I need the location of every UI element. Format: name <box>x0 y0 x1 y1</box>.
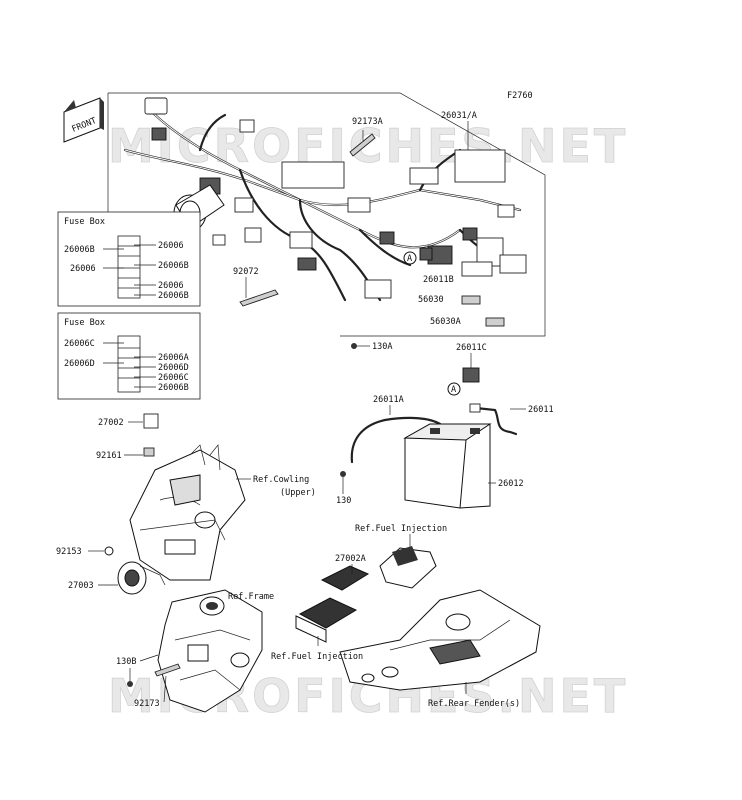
clamp-92173a <box>349 130 376 157</box>
band-92072 <box>239 289 279 307</box>
fuse1-label-5: 26006 <box>158 281 184 291</box>
label-26011b: 26011B <box>423 275 454 285</box>
clamp-92173 <box>154 663 181 677</box>
fuse2-label-4: 26006D <box>158 363 189 373</box>
rear-fender <box>339 589 541 691</box>
label-26011c: 26011C <box>456 343 487 353</box>
label-27002a: 27002A <box>335 554 366 564</box>
diagram-code: F2760 <box>507 91 533 101</box>
label-130: 130 <box>336 496 351 506</box>
ref-cowling-line1: Ref.Cowling <box>253 475 309 485</box>
front-arrow-icon: FRONT <box>63 97 104 143</box>
relay-27002 <box>143 413 159 429</box>
frame-section <box>157 589 263 713</box>
label-26011: 26011 <box>528 405 554 415</box>
fuse-box-1-title: Fuse Box <box>64 217 105 227</box>
label-92173: 92173 <box>134 699 160 709</box>
front-bracket-assembly <box>129 444 246 581</box>
label-130b: 130B <box>116 657 136 667</box>
ref-rear-fender: Ref.Rear Fender(s) <box>428 699 520 709</box>
marker-a-bottom <box>447 382 461 396</box>
fuse2-label-5: 26006C <box>158 373 189 383</box>
marker-a-top <box>403 251 417 265</box>
fuse-box-2-title: Fuse Box <box>64 318 105 328</box>
fuse2-label-2: 26006D <box>64 359 95 369</box>
ref-cowling-line2: (Upper) <box>280 488 316 498</box>
label-92161: 92161 <box>96 451 122 461</box>
fuse1-label-1: 26006B <box>64 245 95 255</box>
pad-56030 <box>461 295 481 305</box>
ecu-lower <box>295 597 358 643</box>
pad-56030a <box>485 317 505 327</box>
fuse2-label-6: 26006B <box>158 383 189 393</box>
marker-a-bottom-label: A <box>451 385 456 395</box>
relay-26011c <box>462 367 480 383</box>
horn-27003 <box>117 561 166 595</box>
fuse1-label-4: 26006B <box>158 261 189 271</box>
label-56030a: 56030A <box>430 317 461 327</box>
fuse-box-2: Fuse Box 26006C 26006D 26006A 26006D 260… <box>57 312 201 400</box>
harness-frame <box>108 92 546 337</box>
watermark-top: MICROFICHES.NET <box>108 119 628 173</box>
battery-lead-26011a <box>350 416 442 464</box>
label-56030: 56030 <box>418 295 444 305</box>
label-27003: 27003 <box>68 581 94 591</box>
label-26011a: 26011A <box>373 395 404 405</box>
battery-26012 <box>403 423 492 509</box>
fuse2-label-1: 26006C <box>64 339 95 349</box>
label-92153: 92153 <box>56 547 82 557</box>
label-130a: 130A <box>372 342 392 352</box>
label-26031a: 26031/A <box>441 111 477 121</box>
label-27002: 27002 <box>98 418 124 428</box>
ref-fuel-injection-bottom: Ref.Fuel Injection <box>271 652 363 662</box>
ref-frame: Ref.Frame <box>228 592 274 602</box>
bolt-130b-icon <box>127 681 133 687</box>
fuse2-label-3: 26006A <box>158 353 189 363</box>
fuse1-label-2: 26006 <box>158 241 184 251</box>
fuse-box-1: Fuse Box 26006B 26006 26006 26006B 26006… <box>57 211 201 307</box>
battery-lead-26011 <box>474 406 518 436</box>
label-26012: 26012 <box>498 479 524 489</box>
bolt-92153-icon <box>104 546 114 556</box>
label-92072: 92072 <box>233 267 259 277</box>
marker-a-top-label: A <box>407 254 412 264</box>
bolt-130a-icon <box>351 343 357 349</box>
damper-92161 <box>143 447 155 457</box>
fuse1-label-6: 26006B <box>158 291 189 301</box>
ref-fuel-injection-top: Ref.Fuel Injection <box>355 524 447 534</box>
bolt-130-icon <box>340 471 346 477</box>
fuse1-label-3: 26006 <box>70 264 96 274</box>
label-92173a: 92173A <box>352 117 383 127</box>
ecu-27002a <box>320 546 437 591</box>
